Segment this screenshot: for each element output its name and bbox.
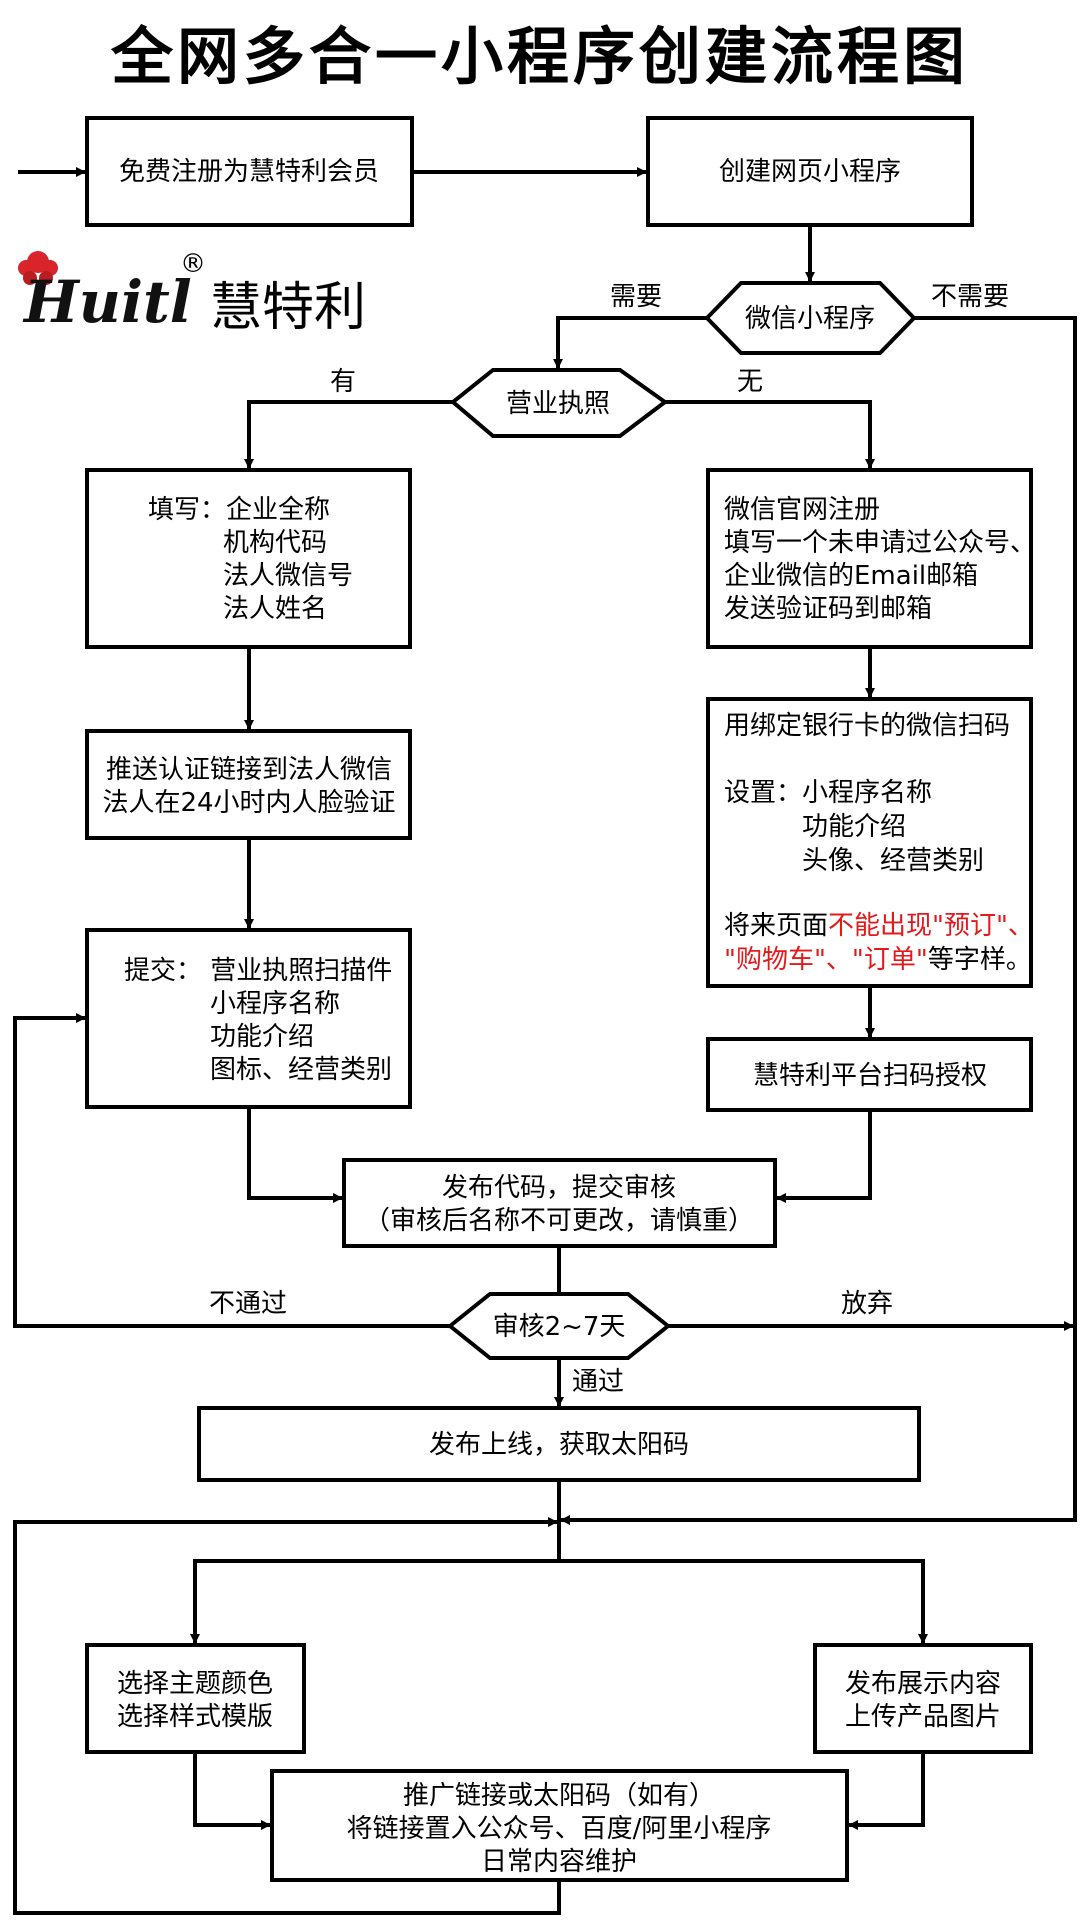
publish-code-line: （审核后名称不可更改，请慎重） — [364, 1206, 754, 1236]
fill-company-line: 法人姓名 — [223, 594, 327, 624]
flow-edges — [13, 167, 1077, 1915]
wechat-register-line: 填写一个未申请过公众号、 — [724, 528, 1036, 558]
content-line: 发布展示内容 — [845, 1669, 1001, 1699]
edge-label-has: 有 — [330, 367, 356, 397]
review-decision-label: 审核2~7天 — [493, 1312, 626, 1342]
register-box — [85, 116, 414, 227]
arrow-to-theme — [190, 1559, 559, 1644]
bank-scan-warning: 将来页面不能出现"预订"、 — [724, 911, 1034, 941]
arrow-theme-promote — [193, 1752, 271, 1830]
edge-label-none: 无 — [737, 367, 763, 397]
push-verify-line: 推送认证链接到法人微信 — [106, 755, 392, 785]
warning-prefix: 将来页面 — [724, 911, 828, 941]
wechat-register-line: 微信官网注册 — [724, 495, 880, 525]
submit-line: 功能介绍 — [210, 1022, 314, 1052]
arrow-content-promote — [848, 1752, 925, 1830]
platform-auth-label: 慧特利平台扫码授权 — [753, 1061, 987, 1091]
platform-auth-box — [706, 1037, 1033, 1112]
logo-wordmark: Huitl — [22, 268, 192, 336]
theme-line: 选择样式模版 — [117, 1702, 273, 1732]
wechat-decision-label: 微信小程序 — [745, 304, 875, 334]
bank-scan-line: 用绑定银行卡的微信扫码 — [724, 711, 1010, 741]
warning-red-text: 不能出现"预订"、 — [828, 911, 1034, 941]
arrow-need — [553, 316, 707, 369]
promote-line: 日常内容维护 — [481, 1847, 637, 1877]
bank-scan-warning: "购物车"、"订单"等字样。 — [724, 945, 1032, 975]
arrow-to-content — [559, 1559, 928, 1644]
promote-line: 推广链接或太阳码（如有） — [403, 1781, 715, 1811]
flower-icon — [18, 251, 58, 285]
go-live-label: 发布上线，获取太阳码 — [429, 1430, 689, 1460]
register-label: 免费注册为慧特利会员 — [119, 157, 379, 187]
publish-code-box — [342, 1158, 777, 1248]
content-line: 上传产品图片 — [845, 1702, 1001, 1732]
push-verify-box — [85, 729, 412, 840]
go-live-box — [197, 1406, 921, 1482]
submit-line: 图标、经营类别 — [210, 1055, 392, 1085]
fill-company-line: 机构代码 — [223, 528, 327, 558]
edge-label-fail: 不通过 — [209, 1289, 287, 1319]
submit-line: 小程序名称 — [210, 989, 340, 1019]
registered-mark: ® — [180, 249, 206, 279]
create-label: 创建网页小程序 — [719, 157, 901, 187]
edge-label-pass: 通过 — [572, 1367, 624, 1397]
submit-line: 提交： 营业执照扫描件 — [124, 956, 392, 986]
arrow-no-license — [665, 400, 875, 469]
fill-company-line: 填写：企业全称 — [148, 495, 330, 525]
warning-suffix: 等字样。 — [928, 945, 1032, 975]
arrow-no-need — [560, 316, 1077, 1525]
submit-box — [85, 928, 412, 1109]
create-box — [646, 116, 974, 227]
arrow-maintenance-loop — [13, 1517, 561, 1915]
license-decision-label: 营业执照 — [506, 389, 610, 419]
promote-line: 将链接置入公众号、百度/阿里小程序 — [347, 1814, 772, 1844]
arrow-has-license — [244, 400, 453, 469]
bank-scan-box — [706, 697, 1033, 988]
arrow-fail — [13, 1013, 450, 1328]
wechat-register-line: 企业微信的Email邮箱 — [724, 561, 978, 591]
fill-company-box — [85, 468, 412, 649]
theme-line: 选择主题颜色 — [117, 1669, 273, 1699]
warning-red-text: "购物车"、"订单" — [724, 945, 928, 975]
wechat-register-box — [706, 468, 1033, 649]
page-title: 全网多合一小程序创建流程图 — [110, 20, 969, 93]
arrow-auth-publish — [776, 1110, 872, 1203]
edge-label-need: 需要 — [610, 282, 662, 312]
fill-company-line: 法人微信号 — [223, 561, 353, 591]
push-verify-line: 法人在24小时内人脸验证 — [102, 788, 395, 818]
bank-scan-line: 头像、经营类别 — [802, 846, 984, 876]
logo-chinese-name: 慧特利 — [210, 278, 366, 338]
wechat-register-line: 发送验证码到邮箱 — [724, 594, 932, 624]
publish-code-line: 发布代码，提交审核 — [442, 1173, 676, 1203]
arrow-submit-publish — [247, 1107, 343, 1203]
bank-scan-line: 功能介绍 — [802, 812, 906, 842]
edge-label-no-need: 不需要 — [931, 282, 1009, 312]
content-box — [813, 1643, 1033, 1754]
edge-label-abandon: 放弃 — [841, 1289, 893, 1319]
brand-logo: Huitl ® 慧特利 — [18, 249, 366, 338]
bank-scan-line: 设置：小程序名称 — [724, 778, 932, 808]
